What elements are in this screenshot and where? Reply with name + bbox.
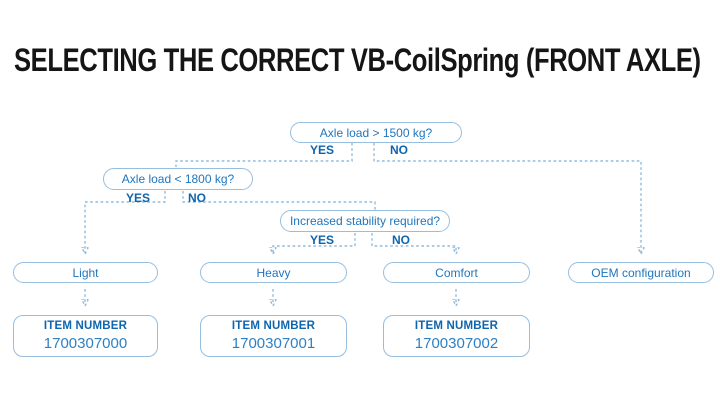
decision-2-yes-label: YES [125,191,150,205]
item-number-value: 1700307002 [414,334,499,352]
decision-3-yes-label: YES [309,233,334,247]
item-number-heading: ITEM NUMBER [43,320,128,333]
decision-increased-stability: Increased stability required? [280,210,450,232]
outcome-comfort: Comfort [383,262,530,283]
item-number-value: 1700307000 [43,334,128,352]
decision-axle-load-1800: Axle load < 1800 kg? [103,168,253,190]
decision-2-no-label: NO [188,191,206,205]
item-number-value: 1700307001 [231,334,316,352]
decision-3-no-label: NO [392,233,410,247]
item-number-box-comfort: ITEM NUMBER 1700307002 [383,315,530,357]
decision-1-yes-label: YES [309,143,334,157]
item-number-heading: ITEM NUMBER [231,320,316,333]
decision-1-no-label: NO [390,143,408,157]
outcome-heavy: Heavy [200,262,347,283]
item-number-heading: ITEM NUMBER [414,320,499,333]
page-title: SELECTING THE CORRECT VB-CoilSpring (FRO… [14,42,701,78]
decision-axle-load-1500: Axle load > 1500 kg? [290,122,462,143]
outcome-light: Light [13,262,158,283]
outcome-oem-configuration: OEM configuration [568,262,714,283]
item-number-box-heavy: ITEM NUMBER 1700307001 [200,315,347,357]
item-number-box-light: ITEM NUMBER 1700307000 [13,315,158,357]
